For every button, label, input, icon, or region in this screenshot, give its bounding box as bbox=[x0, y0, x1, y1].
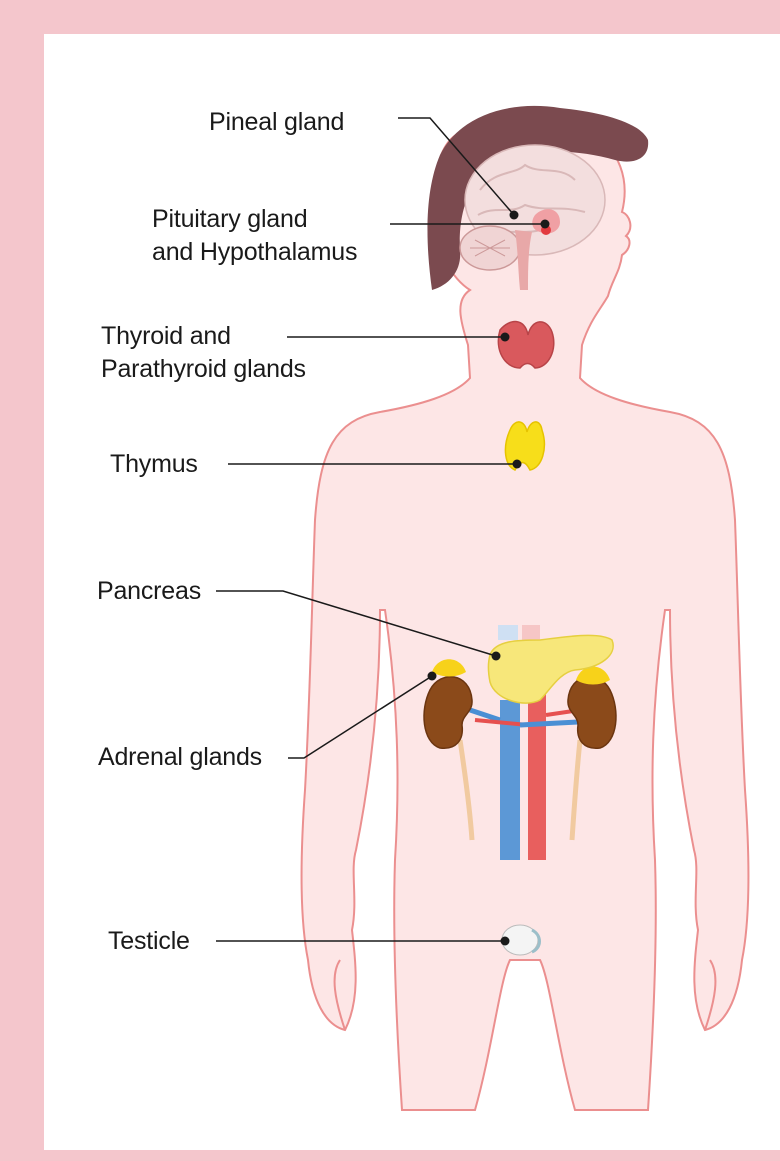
aorta bbox=[528, 680, 546, 860]
label-pancreas: Pancreas bbox=[97, 575, 201, 607]
thymus bbox=[505, 422, 544, 470]
label-pituitary-line2: and Hypothalamus bbox=[152, 236, 357, 268]
label-adrenal-glands: Adrenal glands bbox=[98, 741, 262, 773]
label-testicle: Testicle bbox=[108, 925, 190, 957]
label-thyroid-line2: Parathyroid glands bbox=[101, 353, 306, 385]
thyroid bbox=[498, 322, 553, 368]
label-pineal-gland: Pineal gland bbox=[209, 106, 344, 138]
label-thymus: Thymus bbox=[110, 448, 198, 480]
label-pituitary-line1: Pituitary gland bbox=[152, 203, 307, 235]
label-thyroid-line1: Thyroid and bbox=[101, 320, 231, 352]
